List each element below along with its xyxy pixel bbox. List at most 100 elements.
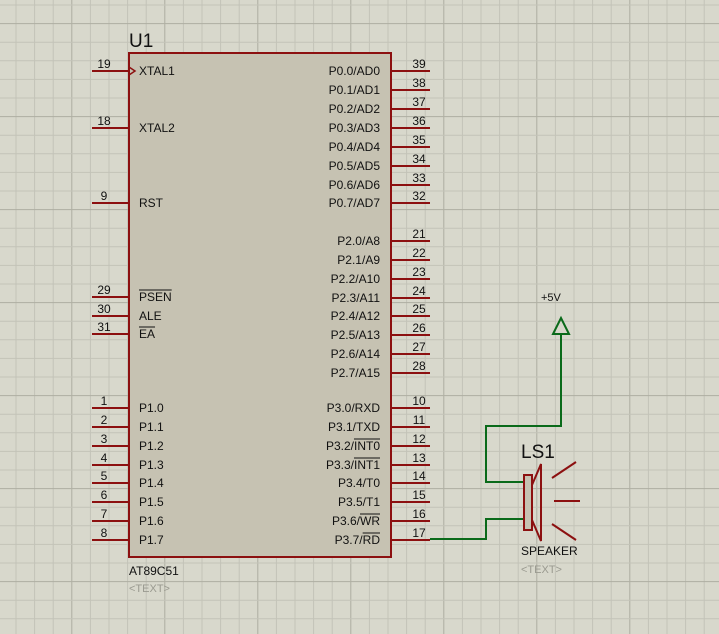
pin-number: 27 <box>412 340 426 354</box>
pin-number: 36 <box>412 114 426 128</box>
pin-label: P2.6/A14 <box>331 347 381 361</box>
pin-label-active-low: INT1 <box>354 458 380 472</box>
pin-number: 14 <box>412 469 426 483</box>
pin-label: P3.1/TXD <box>328 420 380 434</box>
pin-number: 33 <box>412 171 426 185</box>
chip-text-placeholder: <TEXT> <box>129 583 170 595</box>
sound-wave-icon-bottom <box>551 523 577 541</box>
pin-label: P1.2 <box>139 439 164 453</box>
pin-label: XTAL1 <box>139 64 175 78</box>
speaker-cone-icon <box>531 463 542 542</box>
pin-number: 4 <box>101 451 108 465</box>
pin-number: 18 <box>97 114 111 128</box>
chip-body[interactable] <box>128 52 392 558</box>
pin-number: 3 <box>101 432 108 446</box>
pin-label-active-low: INT0 <box>354 439 380 453</box>
pin-label: P1.5 <box>139 495 164 509</box>
pin-number: 29 <box>97 283 111 297</box>
speaker-part-label: SPEAKER <box>521 544 578 558</box>
pin-number: 2 <box>101 413 108 427</box>
pin-number: 31 <box>97 320 111 334</box>
pin-label: P0.2/AD2 <box>329 102 381 116</box>
pin-label: XTAL2 <box>139 121 175 135</box>
pin-number: 38 <box>412 76 426 90</box>
right-pin-group: 39P0.0/AD038P0.1/AD137P0.2/AD236P0.3/AD3… <box>326 57 430 547</box>
pin-label: P2.7/A15 <box>331 366 381 380</box>
pin-label: P2.2/A10 <box>331 272 381 286</box>
pin-label: P3.7/RD <box>335 533 381 547</box>
speaker-ls1[interactable]: LS1 SPEAKER <TEXT> <box>521 442 580 576</box>
pin-label: PSEN <box>139 290 172 304</box>
wire-p37-to-speaker[interactable] <box>430 518 524 540</box>
pin-label: P3.3/INT1 <box>326 458 380 472</box>
pin-label: P0.7/AD7 <box>329 196 381 210</box>
pin-number: 39 <box>412 57 426 71</box>
pin-number: 11 <box>413 413 426 427</box>
pin-label: P0.4/AD4 <box>329 140 381 154</box>
pin-number: 16 <box>412 507 426 521</box>
pin-label: P0.5/AD5 <box>329 159 381 173</box>
pin-label-prefix: P3.2/ <box>326 439 355 453</box>
pin-label: P1.1 <box>139 420 164 434</box>
pin-number: 9 <box>101 189 108 203</box>
pin-number: 15 <box>412 488 426 502</box>
power-terminal[interactable]: +5V <box>541 292 571 335</box>
wire-power-to-speaker[interactable] <box>485 334 562 483</box>
pin-label: P3.5/T1 <box>338 495 380 509</box>
sound-wave-icon-top <box>551 461 577 479</box>
speaker-text-placeholder: <TEXT> <box>521 564 562 576</box>
pin-label: P1.7 <box>139 533 164 547</box>
speaker-body <box>523 474 533 531</box>
pin-label: P0.1/AD1 <box>329 83 381 97</box>
pin-number: 19 <box>97 57 111 71</box>
pin-label: P3.2/INT0 <box>326 439 380 453</box>
pin-number: 21 <box>412 227 426 241</box>
pin-label: P0.0/AD0 <box>329 64 381 78</box>
pin-number: 26 <box>412 321 426 335</box>
pin-number: 35 <box>412 133 426 147</box>
chip-part-label: AT89C51 <box>129 564 179 578</box>
pin-label: P3.6/WR <box>332 514 380 528</box>
pin-number: 17 <box>412 526 426 540</box>
